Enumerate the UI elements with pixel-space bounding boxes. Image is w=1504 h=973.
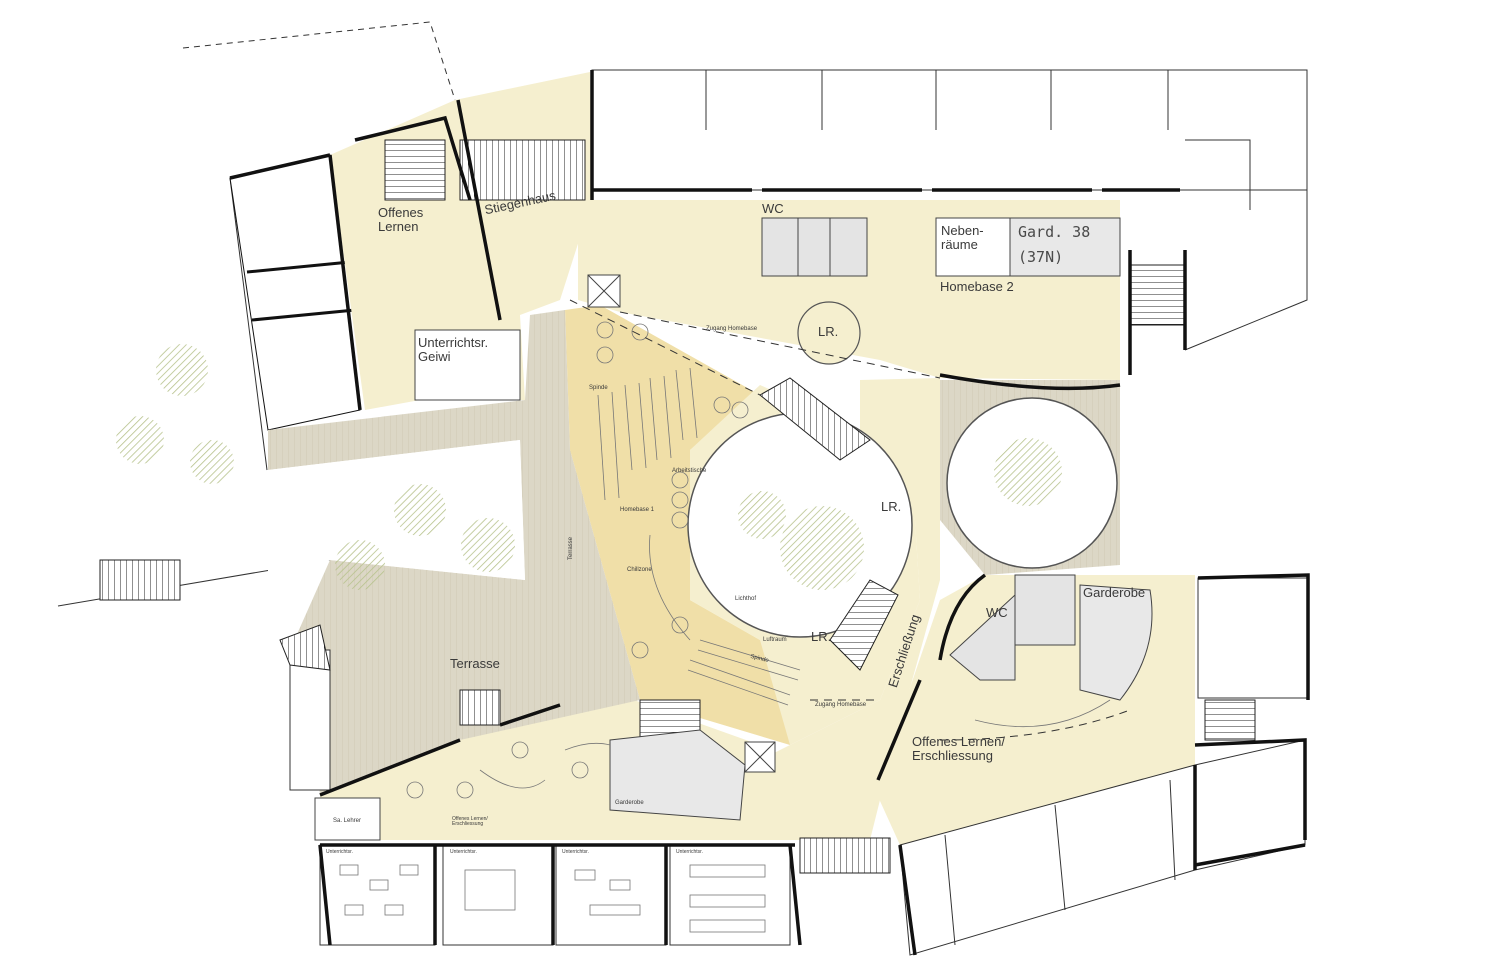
label-spinde-left: Spinde: [589, 385, 608, 391]
tree-symbol-icon: [156, 344, 208, 396]
northeast-rooms: [591, 69, 1308, 351]
label-lr-right: LR.: [881, 499, 902, 514]
label-chillzone: Chillzone: [627, 567, 652, 573]
stair-icon: [459, 689, 501, 726]
label-homebase-2: Homebase 2: [940, 279, 1014, 294]
stair-icon: [1129, 264, 1186, 326]
stair-icon: [279, 624, 331, 671]
tree-symbols: [116, 344, 1062, 590]
label-arbeitstische: Arbeitstische: [672, 468, 707, 474]
tree-symbol-icon: [461, 518, 515, 572]
stair-icon: [759, 377, 871, 461]
tree-symbol-icon: [116, 416, 164, 464]
stair-icon: [829, 579, 899, 671]
tree-symbol-icon: [994, 438, 1062, 506]
tree-symbol-icon: [190, 440, 234, 484]
label-gard-37n: (37N): [1018, 248, 1064, 266]
label-nebenraeume: Neben- räume: [941, 223, 984, 252]
label-homebase-1: Homebase 1: [620, 507, 655, 513]
label-zugang-homebase-bottom: Zugang Homebase: [815, 702, 867, 708]
stair-icon: [799, 837, 891, 874]
label-lr-bottom: LR.: [811, 629, 832, 644]
label-offenes-lernen-erschliessung-small: Offenes Lernen/ Erschliessung: [452, 816, 488, 828]
label-unterrichtsr-1: Unterrichtsr.: [326, 849, 353, 855]
label-wc-top: WC: [762, 201, 784, 216]
tree-symbol-icon: [394, 484, 446, 536]
service-rooms: [314, 217, 1153, 841]
label-terrasse-big: Terrasse: [450, 656, 500, 671]
stair-icon: [459, 139, 586, 201]
label-unterrichtsr-geiwi: Unterrichtsr. Geiwi: [418, 335, 489, 364]
label-offenes-lernen-erschliessung: Offenes Lernen/ Erschliessung: [912, 734, 1005, 763]
south-east-rooms: [899, 577, 1309, 956]
label-unterrichtsr-3: Unterrichtsr.: [562, 849, 589, 855]
tree-symbol-icon: [335, 540, 385, 590]
stair-icon: [384, 139, 446, 201]
label-wc-right: WC: [986, 605, 1008, 620]
tree-symbol-icon: [738, 491, 786, 539]
dashed-lines: [569, 299, 1131, 741]
label-unterrichtsr-2: Unterrichtsr.: [450, 849, 477, 855]
label-unterrichtsr-4: Unterrichtsr.: [676, 849, 703, 855]
label-lichthof: Lichthof: [735, 596, 757, 602]
label-garderobe-bottom: Garderobe: [615, 800, 644, 806]
label-garderobe-right: Garderobe: [1083, 585, 1146, 600]
stairs: [99, 139, 1256, 874]
label-lr-top: LR.: [818, 324, 839, 339]
label-zugang-homebase-top: Zugang Homebase: [706, 326, 758, 332]
label-luftraum: Luftraum: [763, 637, 787, 643]
furniture: [339, 321, 1111, 933]
stair-icon: [1204, 699, 1256, 741]
tree-symbol-icon: [780, 506, 864, 590]
walls: [229, 70, 1310, 956]
label-sa-lehrer: Sa. Lehrer: [333, 818, 362, 824]
stair-icon: [99, 559, 181, 601]
label-gard-38: Gard. 38: [1018, 223, 1091, 241]
label-offenes-lernen: Offenes Lernen: [378, 206, 438, 233]
label-offenes-lernen-text: Offenes Lernen: [378, 205, 424, 234]
label-terrasse-small: Terrasse: [568, 536, 574, 560]
